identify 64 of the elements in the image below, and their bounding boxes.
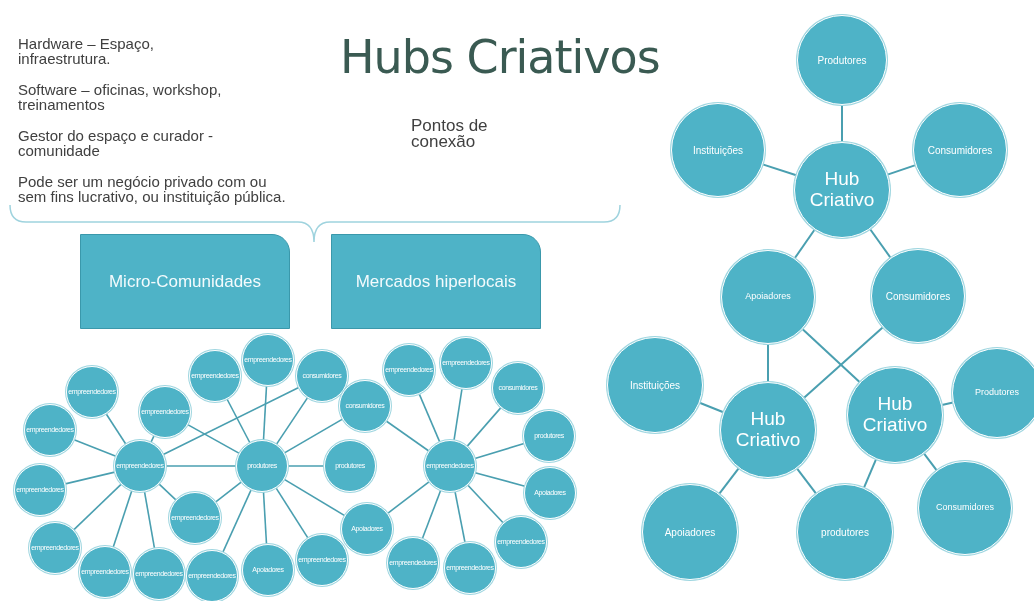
circle-node: Instituições bbox=[607, 337, 703, 433]
connector-line bbox=[64, 471, 116, 485]
connector-line bbox=[287, 465, 325, 467]
connector-line bbox=[718, 467, 740, 495]
circle-node: Produtores bbox=[952, 348, 1034, 438]
bullet-text: Software – oficinas, workshop, treinamentos bbox=[18, 82, 223, 112]
circle-node: Apoiadores bbox=[642, 484, 738, 580]
connector-line bbox=[112, 489, 133, 549]
connector-line bbox=[801, 328, 861, 384]
circle-node: produtores bbox=[797, 484, 893, 580]
bullet-text: Pode ser um negócio privado com ou sem fins lucrativo, ou instituição pública. bbox=[18, 174, 287, 204]
connector-line bbox=[262, 385, 268, 441]
connector-line bbox=[453, 387, 463, 442]
hub-circle: Hub Criativo bbox=[847, 367, 943, 463]
circle-node: Consumidores bbox=[913, 103, 1007, 197]
connector-line bbox=[421, 489, 442, 540]
connector-line bbox=[386, 480, 431, 515]
connector-line bbox=[886, 164, 917, 176]
bullet-text: Gestor do espaço e curador - comunidade bbox=[18, 128, 215, 158]
connector-line bbox=[262, 491, 268, 545]
circle-node: Produtores bbox=[797, 15, 887, 105]
connector-line bbox=[767, 343, 769, 383]
connector-line bbox=[143, 490, 156, 550]
connector-line bbox=[186, 423, 241, 455]
hub-circle: Hub Criativo bbox=[794, 142, 890, 238]
connector-line bbox=[862, 458, 878, 489]
bullet-text: Hardware – Espaço, infraestrutura. bbox=[18, 36, 155, 66]
connector-line bbox=[698, 401, 725, 414]
connector-line bbox=[802, 326, 884, 399]
connector-line bbox=[73, 438, 117, 458]
connector-line bbox=[418, 393, 441, 443]
note-text: Pontos de conexão bbox=[411, 118, 489, 150]
hub-circle: Hub Criativo bbox=[720, 382, 816, 478]
connector-line bbox=[385, 420, 430, 452]
connector-line bbox=[474, 472, 526, 487]
connector-line bbox=[474, 442, 525, 460]
process-box: Micro-Comunidades bbox=[80, 234, 290, 329]
connector-line bbox=[226, 398, 251, 444]
connector-line bbox=[283, 418, 344, 454]
circle-node: Apoiadores bbox=[721, 250, 815, 344]
title: Hubs Criativos bbox=[340, 30, 660, 84]
connector-line bbox=[275, 487, 309, 539]
circle-node: Consumidores bbox=[918, 461, 1012, 555]
connector-line bbox=[72, 483, 123, 531]
connector-line bbox=[105, 413, 127, 445]
connector-line bbox=[222, 488, 252, 554]
connector-line bbox=[869, 228, 892, 259]
connector-line bbox=[466, 406, 502, 448]
connector-line bbox=[162, 386, 300, 456]
connector-line bbox=[454, 490, 466, 544]
process-box: Mercados hiperlocais bbox=[331, 234, 541, 329]
connector-line bbox=[922, 452, 938, 472]
connector-line bbox=[466, 484, 505, 524]
connector-line bbox=[275, 396, 309, 446]
circle-node: Consumidores bbox=[871, 249, 965, 343]
connector-line bbox=[793, 228, 816, 260]
connector-line bbox=[158, 483, 177, 501]
connector-line bbox=[165, 465, 237, 467]
connector-line bbox=[214, 481, 243, 503]
connector-line bbox=[761, 163, 798, 177]
connector-line bbox=[795, 467, 818, 495]
connector-line bbox=[283, 478, 346, 517]
circle-node: Instituições bbox=[671, 103, 765, 197]
connector-line bbox=[841, 104, 843, 143]
